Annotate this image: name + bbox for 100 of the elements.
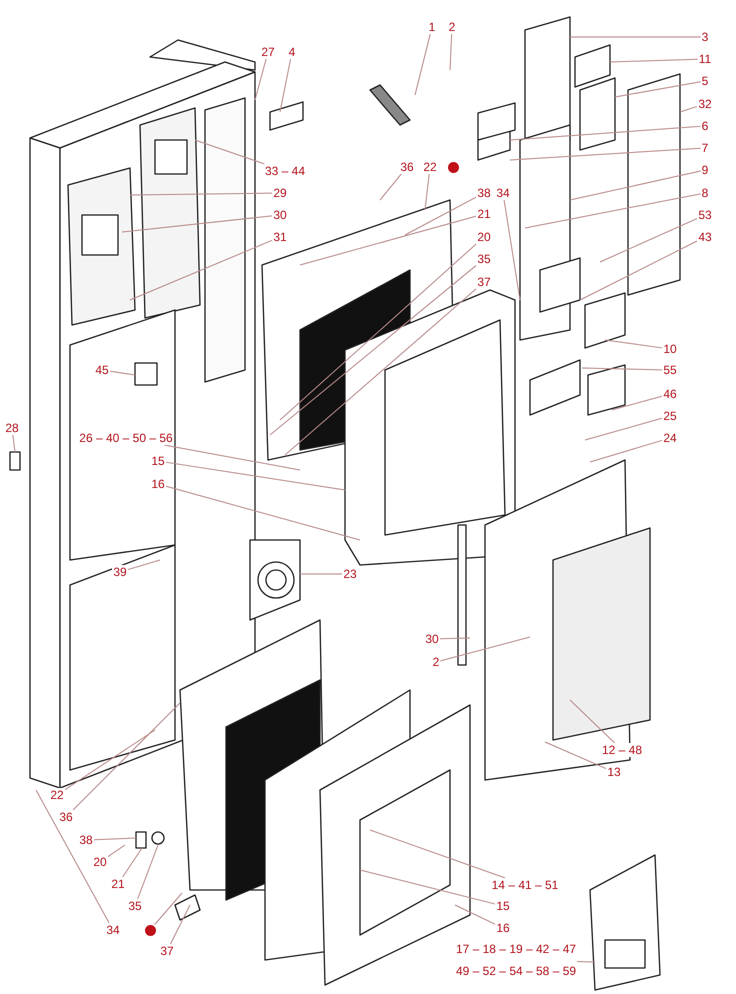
callout-number: 43 [697, 230, 713, 244]
callout-number: 35 [127, 899, 143, 913]
callout-number: 23 [342, 567, 358, 581]
leader-line [510, 148, 702, 160]
leader-line [610, 58, 698, 62]
leader-line [170, 904, 190, 944]
callout-number: 30 [424, 632, 440, 646]
leader-line [439, 638, 470, 640]
callout-number: 28 [4, 421, 20, 435]
leader-line [570, 36, 702, 38]
leader-line [580, 240, 698, 300]
callout-number: 9 [700, 163, 710, 177]
callout-number: 25 [662, 409, 678, 423]
leader-line [130, 192, 273, 196]
callout-number: 30 [272, 208, 288, 222]
callout-number: 35 [476, 252, 492, 266]
callout-number: 15 [150, 454, 166, 468]
leader-line [64, 730, 156, 790]
callout-number: 45 [94, 363, 110, 377]
leader-line [370, 830, 506, 878]
leader-line [440, 636, 530, 662]
leader-line [600, 218, 698, 262]
callout-number: 22 [422, 160, 438, 174]
callout-number: 27 [260, 45, 276, 59]
callout-number: 2 [448, 20, 456, 34]
callout-number: 21 [476, 207, 492, 221]
leader-line [576, 961, 596, 962]
leader-line [680, 106, 698, 112]
leader-line [544, 742, 607, 770]
leader-line [194, 140, 266, 164]
leader-line [122, 848, 142, 878]
leader-line [130, 240, 273, 300]
callout-number: 22 [49, 788, 65, 802]
leader-line [570, 170, 702, 200]
leader-line [450, 34, 452, 70]
callout-number: 55 [662, 363, 678, 377]
leader-line [604, 340, 663, 348]
callout-number: 36 [399, 160, 415, 174]
callout-number: 11 [698, 52, 712, 66]
leader-line [165, 462, 346, 490]
leader-line [254, 58, 267, 100]
leader-line [280, 58, 292, 112]
leader-line [127, 560, 160, 570]
callout-number: 39 [112, 565, 128, 579]
callout-number: 36 [58, 810, 74, 824]
leader-line [109, 370, 136, 376]
leader-line [404, 196, 477, 236]
callout-number: 5 [700, 74, 710, 88]
marker-dot [448, 162, 458, 172]
callout-number: 20 [476, 230, 492, 244]
callout-number: 34 [105, 923, 121, 937]
leader-line [300, 216, 477, 266]
leader-line [612, 396, 663, 410]
leader-line [165, 486, 360, 540]
callout-number: 38 [476, 186, 492, 200]
leader-line [164, 444, 300, 470]
callout-number: 3 [700, 30, 710, 44]
callout-number: 15 [495, 899, 511, 913]
callout-number: 13 [606, 765, 622, 779]
leader-line [137, 844, 158, 900]
leader-line [107, 844, 126, 858]
callout-number: 31 [272, 230, 288, 244]
callout-number: 32 [697, 97, 713, 111]
callout-number: 2 [432, 655, 440, 669]
leader-line [504, 200, 520, 300]
callout-number: 29 [272, 186, 288, 200]
callout-number: 7 [700, 141, 710, 155]
callout-number: 1 [428, 20, 436, 34]
callout-number: 17 – 18 – 19 – 42 – 47 [456, 942, 576, 956]
leader-line [122, 215, 273, 232]
callout-number: 26 – 40 – 50 – 56 [78, 431, 174, 445]
leader-line [414, 34, 431, 96]
leader-line [280, 243, 477, 420]
callout-number: 16 [150, 477, 166, 491]
marker-dot [144, 924, 156, 936]
leader-line [614, 81, 702, 98]
leader-line [582, 368, 663, 370]
callout-number: 37 [159, 944, 175, 958]
callout-number: 34 [495, 186, 511, 200]
leader-line [360, 870, 496, 905]
leader-line [270, 264, 477, 436]
leader-line [154, 892, 182, 925]
leader-line [424, 174, 430, 210]
callout-number: 12 – 48 [600, 743, 644, 757]
callout-number: 10 [662, 342, 678, 356]
leader-line [284, 288, 477, 456]
callout-number: 14 – 41 – 51 [490, 878, 560, 892]
leader-line [510, 126, 702, 140]
leader-line [524, 193, 702, 228]
leader-line [380, 174, 402, 200]
leader-line [454, 904, 496, 925]
leader-line [93, 838, 136, 840]
callout-number: 20 [92, 855, 108, 869]
callout-number: 46 [662, 387, 678, 401]
leader-line [570, 700, 616, 744]
callout-number: 33 – 44 [264, 164, 306, 178]
callout-number: 8 [700, 186, 710, 200]
callout-number: 37 [476, 275, 492, 289]
callout-number: 38 [78, 833, 94, 847]
leader-line [12, 434, 16, 452]
